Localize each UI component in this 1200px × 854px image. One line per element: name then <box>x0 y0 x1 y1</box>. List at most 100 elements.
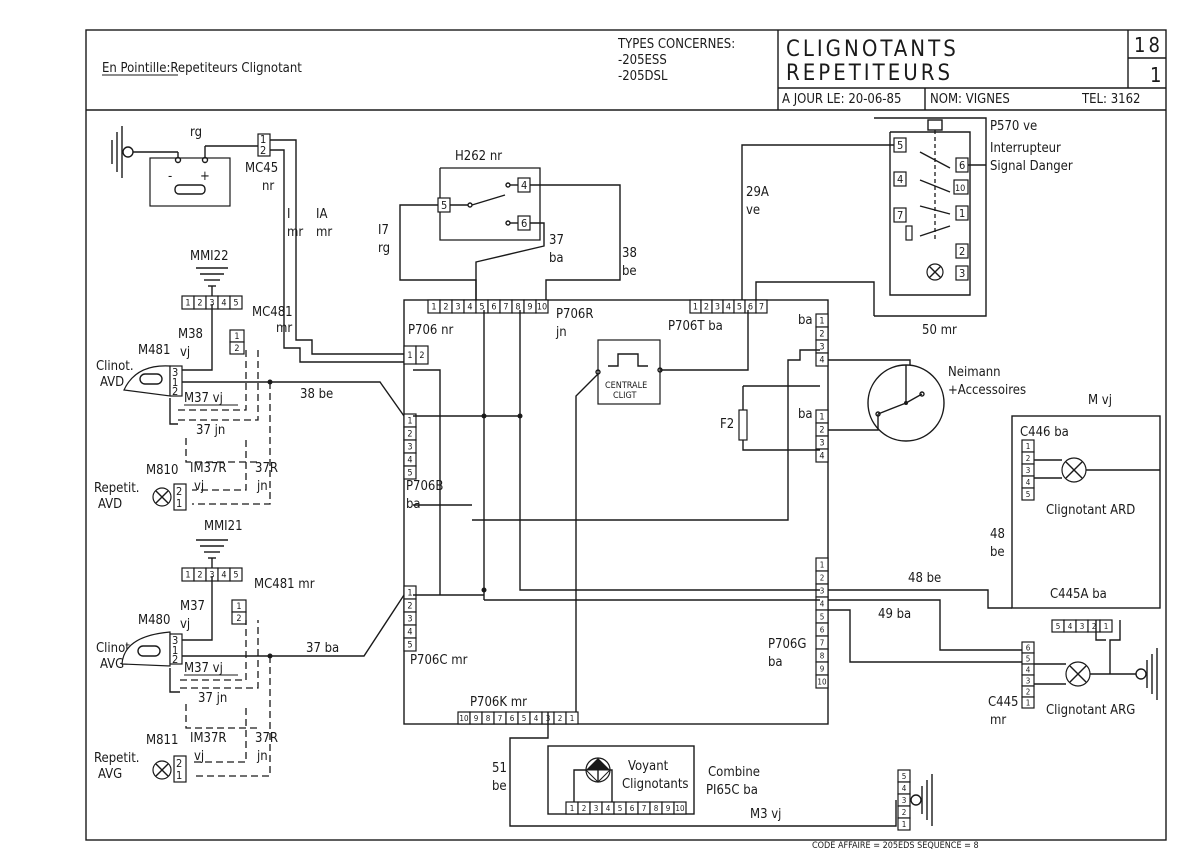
pin-label: 2 <box>197 299 202 309</box>
pin-cell <box>231 611 247 625</box>
voyant-label-1: Voyant <box>628 759 669 774</box>
centrale-label-2: CLIGT <box>613 391 637 401</box>
m810-code: M810 <box>146 463 178 478</box>
pin-label: 3 <box>407 443 412 453</box>
title-line-2: REPETITEURS <box>786 61 953 86</box>
clignotant-ard-lamp <box>1034 457 1160 483</box>
pin-label: 5 <box>902 772 907 781</box>
p706c-code: P706C mr <box>410 653 468 668</box>
w37r-front-color: jn <box>256 479 268 494</box>
m481-code: M481 <box>138 343 170 358</box>
pin-label: 6 <box>491 303 496 313</box>
m37-color: vj <box>180 617 190 632</box>
wire-37-color: ba <box>549 251 564 266</box>
svg-text:1: 1 <box>260 133 266 146</box>
pin-label: 1 <box>236 602 241 612</box>
pin-cell <box>229 295 243 310</box>
clinot-avd-line2: AVD <box>100 375 124 390</box>
pin-label: 4 <box>726 303 731 313</box>
pin-label: 1 <box>185 299 190 309</box>
pin-label: 3 <box>902 796 907 805</box>
m-vj-code: M vj <box>1088 393 1112 408</box>
im37r-rear-color: vj <box>194 749 204 764</box>
svg-text:3: 3 <box>172 366 178 379</box>
mmi21-ground <box>196 539 228 568</box>
p706g-color: ba <box>768 655 783 670</box>
pin-label: 2 <box>902 808 907 817</box>
pin-label: 3 <box>1080 622 1085 631</box>
pin-label: 7 <box>503 303 508 313</box>
svg-text:4: 4 <box>897 173 903 186</box>
w37r-rear: 37R <box>255 731 278 746</box>
pin-label: 4 <box>1068 622 1073 631</box>
pin-label: 1 <box>234 332 239 342</box>
pin-label: 3 <box>407 615 412 625</box>
pin-label: 5 <box>407 469 412 479</box>
svg-text:3: 3 <box>172 634 178 647</box>
tel-field: TEL: 3162 <box>1081 92 1140 107</box>
mc45-connector: 1 2 <box>257 133 271 157</box>
pin-label: 4 <box>221 299 226 309</box>
combine-line-1: Combine <box>708 765 760 780</box>
m37vj-rear: M37 vj <box>184 661 223 676</box>
pin-label: 2 <box>582 804 587 813</box>
rear-right-lamp-box <box>1011 415 1161 609</box>
repetit-avd-line2: AVD <box>98 497 122 512</box>
pin-label: 9 <box>527 303 532 313</box>
pin-label: 4 <box>606 804 611 813</box>
mmi22-ground <box>196 267 228 296</box>
combine-line-2: PI65C ba <box>706 783 758 798</box>
title-line-1: CLIGNOTANTS <box>786 37 959 62</box>
pin-label: 1 <box>1026 442 1031 451</box>
wire-ba-b: ba <box>798 407 813 422</box>
pin-cell <box>229 341 245 355</box>
svg-text:+: + <box>200 169 210 184</box>
pin-label: 6 <box>510 714 515 723</box>
svg-text:2: 2 <box>176 757 182 770</box>
wire-17-color: rg <box>378 241 390 256</box>
clinot-avg-lamp: 312 <box>121 631 183 667</box>
mmi22-code: MMI22 <box>190 249 229 264</box>
repetit-avg-lamp: 21 <box>152 755 187 783</box>
svg-text:4: 4 <box>521 179 527 192</box>
p706g-code: P706G <box>768 637 806 652</box>
pin-label: 8 <box>515 303 520 313</box>
pin-label: 7 <box>820 638 825 647</box>
pin-label: 2 <box>234 344 239 354</box>
neimann-label-1: Neimann <box>948 365 1001 380</box>
wire-1a: IA <box>316 207 327 222</box>
pin-cell <box>403 637 417 652</box>
pin-label: 4 <box>819 356 824 366</box>
repetit-avg-line2: AVG <box>98 767 122 782</box>
pin-label: 4 <box>819 452 824 462</box>
pin-label: 1 <box>431 303 436 313</box>
pin-label: 7 <box>498 714 503 723</box>
pin-label: 5 <box>1026 490 1031 499</box>
mc45-code: MC45 <box>245 161 278 176</box>
repetit-avd-line1: Repetit. <box>94 481 140 496</box>
repetit-avg-line1: Repetit. <box>94 751 140 766</box>
m480-code: M480 <box>138 613 170 628</box>
pin-label: 3 <box>1026 676 1031 685</box>
wire-38: 38 <box>622 246 637 261</box>
p706b-code: P706B <box>406 479 443 494</box>
voyant-indicator-lamp <box>573 757 613 802</box>
svg-text:2: 2 <box>172 653 178 666</box>
pin-label: 10 <box>675 804 685 813</box>
pin-cell <box>673 801 687 815</box>
wire-50: 50 mr <box>922 323 957 338</box>
type-2: -205DSL <box>618 69 668 84</box>
wire-29a: 29A <box>746 185 769 200</box>
p570-code: P570 ve <box>990 119 1037 134</box>
pin-cell <box>565 711 579 725</box>
pin-cell <box>897 817 911 831</box>
